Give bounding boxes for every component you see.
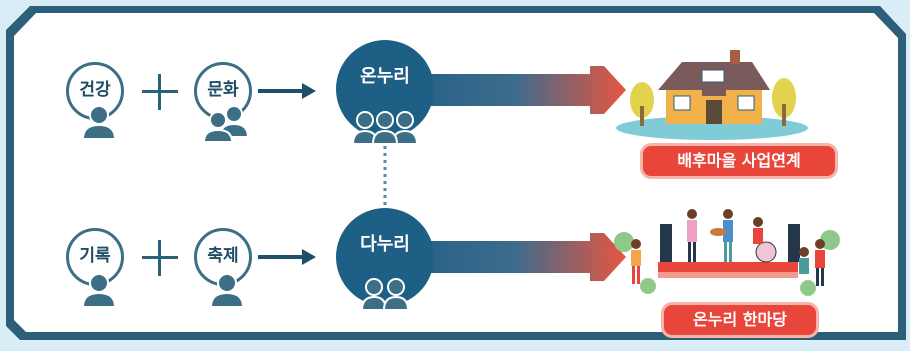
node-culture-label: 문화 xyxy=(207,80,239,100)
hub-danuri: 다누리 xyxy=(336,208,434,306)
plus-icon xyxy=(142,240,178,276)
person-icon xyxy=(81,273,117,308)
people-group-icon xyxy=(351,111,419,145)
node-festival-label: 축제 xyxy=(207,246,239,266)
result-tag-village: 배후마을 사업연계 xyxy=(643,146,835,176)
hub-onnuri-label: 온누리 xyxy=(360,66,410,87)
hub-onnuri: 온누리 xyxy=(336,40,434,138)
hub-danuri-label: 다누리 xyxy=(360,234,410,255)
flow-arrow-band xyxy=(380,66,626,114)
dotted-connector xyxy=(383,146,387,210)
person-icon xyxy=(81,105,117,140)
node-record-label: 기록 xyxy=(79,246,111,266)
festival-illustration xyxy=(614,209,840,296)
node-health-label: 건강 xyxy=(79,80,111,100)
person-icon xyxy=(209,273,245,308)
people-pair-icon xyxy=(202,105,250,142)
arrow-icon xyxy=(258,83,316,99)
flow-arrow-band xyxy=(380,233,626,281)
arrow-icon xyxy=(258,249,316,265)
plus-icon xyxy=(142,74,178,110)
people-pair-icon xyxy=(360,278,410,311)
result-tag-festival: 온누리 한마당 xyxy=(664,305,816,335)
house-illustration xyxy=(616,50,808,140)
